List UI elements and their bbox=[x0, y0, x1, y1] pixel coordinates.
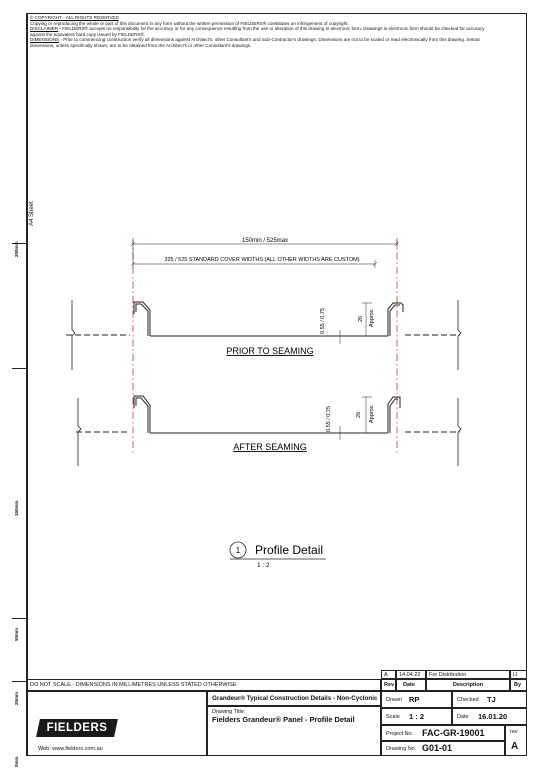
rev-label: rev bbox=[510, 729, 518, 735]
drawing-title-label: Drawing Title: bbox=[212, 709, 246, 715]
detail-number: 1 bbox=[236, 546, 241, 555]
drawing-title: Fielders Grandeur® Panel - Profile Detai… bbox=[212, 715, 355, 724]
date-cell: 14.04.22 bbox=[396, 670, 426, 679]
detail-scale: 1 : 2 bbox=[257, 562, 270, 569]
scale-cell: Scale 1 : 2 bbox=[381, 708, 452, 725]
drawing-no-label: Drawing No. bbox=[386, 746, 417, 752]
by-header-cell: By bbox=[510, 679, 527, 691]
revision-date: 14.04.22 bbox=[399, 672, 421, 678]
description-header: Description bbox=[452, 682, 484, 688]
rib-height-label-1: 26 bbox=[358, 316, 364, 322]
ruler-tick bbox=[12, 243, 27, 244]
date-value: 16.01.20 bbox=[478, 712, 508, 721]
date-cell-block: Date 16.01.20 bbox=[452, 708, 527, 725]
project-no-value: FAC-GR-19001 bbox=[422, 728, 485, 738]
rev-header-cell: Rev bbox=[381, 679, 396, 691]
thickness-label-2: 0.55 / 0.75 bbox=[326, 406, 332, 432]
checked-cell: Checked TJ bbox=[452, 691, 527, 708]
drawn-value: RP bbox=[409, 695, 420, 704]
scale-note-cell: DO NOT SCALE - DIMENSIONS IN MILLIMETRES… bbox=[27, 679, 381, 691]
dimensions-text: - Prior to commencing construction verif… bbox=[30, 37, 480, 48]
seam-dimensions-2 bbox=[339, 396, 372, 440]
thickness-label-1: 0.55 / 0.75 bbox=[320, 308, 326, 334]
general-notes: © COPYRIGHT - ALL RIGHTS RESERVED Copyin… bbox=[30, 15, 500, 49]
sheet-ruler: A4 Sheet 200mm 150mm 50mm 25mm 0mm bbox=[12, 13, 35, 767]
description-cell: For Distribution bbox=[426, 670, 510, 679]
checked-value: TJ bbox=[487, 695, 496, 704]
ruler-tick bbox=[12, 618, 27, 619]
fielders-logo-text: FIELDERS bbox=[46, 722, 108, 734]
prior-to-seaming-label: PRIOR TO SEAMING bbox=[226, 346, 313, 356]
detail-title: Profile Detail bbox=[255, 543, 323, 557]
disclaimer-text: - FIELDERS® accepts no responsibility fo… bbox=[30, 26, 485, 37]
profile-after-seaming bbox=[76, 395, 462, 466]
fielders-logo: FIELDERS bbox=[36, 719, 118, 737]
drawn-cell: Drawn RP bbox=[381, 691, 452, 708]
by-cell: LI bbox=[510, 670, 527, 679]
rev-value: A bbox=[511, 741, 519, 752]
logo-cell: FIELDERS Web: www.fielders.com.au bbox=[27, 691, 207, 756]
dimension-top-text: 150min / 525max bbox=[242, 238, 288, 244]
scale-value: 1 : 2 bbox=[409, 712, 425, 721]
checked-label: Checked bbox=[457, 697, 479, 703]
rev-header: Rev bbox=[384, 682, 395, 688]
approx-label-2: Approx. bbox=[369, 404, 375, 423]
drawing-no-value: G01-01 bbox=[422, 743, 453, 753]
website: Web: www.fielders.com.au bbox=[38, 746, 103, 752]
centre-lines bbox=[132, 238, 398, 455]
dimension-cover-text: 325 / 525 STANDARD COVER WIDTHS (ALL OTH… bbox=[164, 257, 359, 263]
ruler-tick bbox=[12, 368, 27, 369]
title-block: DO NOT SCALE - DIMENSIONS IN MILLIMETRES… bbox=[27, 670, 527, 756]
ruler-tick bbox=[12, 681, 27, 682]
revision-by: LI bbox=[513, 672, 518, 678]
revision-rev: A bbox=[384, 672, 388, 678]
profile-prior-to-seaming bbox=[66, 300, 462, 370]
disclaimer-heading: DISCLAIMER bbox=[30, 26, 59, 32]
approx-label-1: Approx. bbox=[369, 308, 375, 327]
date-header: Date bbox=[403, 682, 415, 688]
after-seaming-label: AFTER SEAMING bbox=[233, 442, 307, 452]
dimensions-heading: DIMENSIONS bbox=[30, 37, 60, 43]
scale-label: Scale bbox=[386, 714, 400, 720]
rev-value-cell: rev A bbox=[505, 725, 527, 756]
cover-width-dimensions bbox=[130, 240, 400, 268]
date-header-cell: Date bbox=[396, 679, 426, 691]
drawing-no-cell: Drawing No. G01-01 bbox=[381, 741, 505, 756]
revision-description: For Distribution bbox=[429, 672, 467, 678]
rib-height-label-2: 26 bbox=[356, 412, 362, 418]
date-label: Date bbox=[457, 714, 469, 720]
copyright-text: Copying or reproducing the whole or part… bbox=[30, 20, 349, 26]
drawing-title-cell: Drawing Title: Fielders Grandeur® Panel … bbox=[207, 706, 381, 756]
project-title-cell: Grandeur® Typical Construction Details -… bbox=[207, 691, 381, 706]
rev-cell: A bbox=[381, 670, 396, 679]
drawn-label: Drawn bbox=[386, 697, 402, 703]
description-header-cell: Description bbox=[426, 679, 510, 691]
seam-dimensions-1 bbox=[339, 302, 372, 344]
copyright-heading: © COPYRIGHT - ALL RIGHTS RESERVED bbox=[30, 15, 119, 20]
detail-callout-circle bbox=[229, 541, 247, 559]
project-title: Grandeur® Typical Construction Details -… bbox=[212, 695, 378, 702]
by-header: By bbox=[514, 682, 522, 688]
project-no-label: Project No. bbox=[386, 731, 414, 737]
project-no-cell: Project No. FAC-GR-19001 bbox=[381, 725, 505, 741]
scale-note: DO NOT SCALE - DIMENSIONS IN MILLIMETRES… bbox=[30, 682, 237, 688]
